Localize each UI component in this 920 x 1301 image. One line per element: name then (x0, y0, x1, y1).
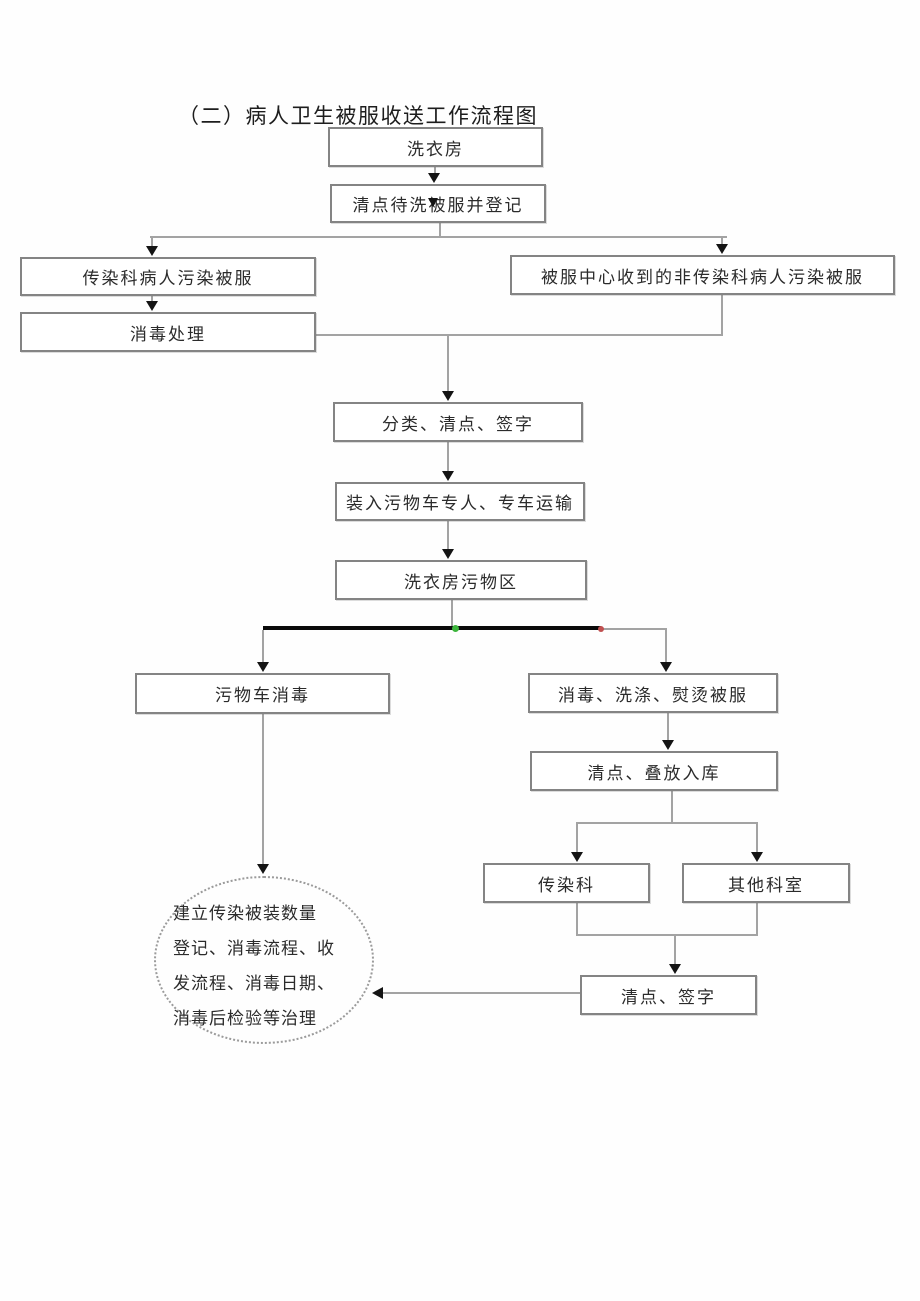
note-circle (154, 876, 374, 1044)
flow-connector (262, 714, 264, 866)
flow-connector (576, 903, 578, 935)
arrow-down-icon (442, 471, 454, 481)
flow-node-infectious-dept: 传染科 (483, 863, 650, 903)
arrow-down-icon (257, 662, 269, 672)
flow-connector (439, 223, 441, 238)
note-line: 建立传染被装数量 (173, 904, 317, 923)
flow-connector (151, 236, 153, 248)
note-line: 消毒后检验等治理 (173, 1009, 317, 1028)
flow-node-cart-disinfect: 污物车消毒 (135, 673, 390, 714)
flow-connector (447, 334, 449, 393)
flow-connector (721, 295, 723, 336)
flow-node-dirty-area: 洗衣房污物区 (335, 560, 587, 600)
arrow-down-icon (428, 198, 438, 207)
selection-handle-green[interactable] (452, 625, 459, 632)
flow-connector (380, 992, 580, 994)
flow-node-wash-iron: 消毒、洗涤、熨烫被服 (528, 673, 778, 713)
note-line: 登记、消毒流程、收 (173, 939, 335, 958)
flow-node-load-transport: 装入污物车专人、专车运输 (335, 482, 585, 521)
flow-connector (434, 167, 436, 177)
selection-handle-red[interactable] (598, 626, 604, 632)
flow-connector (665, 629, 667, 664)
arrow-down-icon (442, 391, 454, 401)
arrow-down-icon (146, 246, 158, 256)
flow-connector (671, 791, 673, 823)
flow-connector (576, 934, 758, 936)
arrow-down-icon (571, 852, 583, 862)
arrow-down-icon (428, 173, 440, 183)
flow-node-center-received: 被服中心收到的非传染科病人污染被服 (510, 255, 895, 295)
flow-connector (756, 822, 758, 854)
flow-node-infectious-linen: 传染科病人污染被服 (20, 257, 316, 296)
arrow-down-icon (669, 964, 681, 974)
flow-connector (447, 521, 449, 551)
flow-connector (601, 628, 667, 630)
flow-node-laundry: 洗衣房 (328, 127, 543, 167)
flow-connector (447, 442, 449, 473)
flow-connector (151, 295, 153, 304)
flow-connector (721, 236, 723, 246)
arrow-down-icon (716, 244, 728, 254)
flow-connector (316, 334, 723, 336)
arrow-down-icon (257, 864, 269, 874)
arrow-down-icon (146, 301, 158, 311)
note-line: 发流程、消毒日期、 (173, 974, 335, 993)
flow-node-count-fold-store: 清点、叠放入库 (530, 751, 778, 791)
arrow-down-icon (751, 852, 763, 862)
flow-connector (150, 236, 727, 238)
arrow-left-icon (372, 987, 383, 999)
flow-connector (576, 822, 578, 854)
flow-connector (756, 903, 758, 935)
flow-node-count-register: 清点待洗被服并登记 (330, 184, 546, 223)
page-title: （二）病人卫生被服收送工作流程图 (178, 104, 538, 128)
arrow-down-icon (660, 662, 672, 672)
selected-connector-line[interactable] (263, 626, 601, 630)
flow-node-other-dept: 其他科室 (682, 863, 850, 903)
flow-node-classify-count-sign: 分类、清点、签字 (333, 402, 583, 442)
arrow-down-icon (442, 549, 454, 559)
flow-connector (674, 934, 676, 966)
flow-connector (667, 713, 669, 742)
flow-connector (576, 822, 758, 824)
note-circle-text: 建立传染被装数量 登记、消毒流程、收 发流程、消毒日期、 消毒后检验等治理 (173, 896, 369, 1036)
arrow-down-icon (662, 740, 674, 750)
flow-node-count-sign: 清点、签字 (580, 975, 757, 1015)
flow-connector (262, 630, 264, 664)
flow-node-disinfect: 消毒处理 (20, 312, 316, 352)
flow-connector (451, 600, 453, 627)
